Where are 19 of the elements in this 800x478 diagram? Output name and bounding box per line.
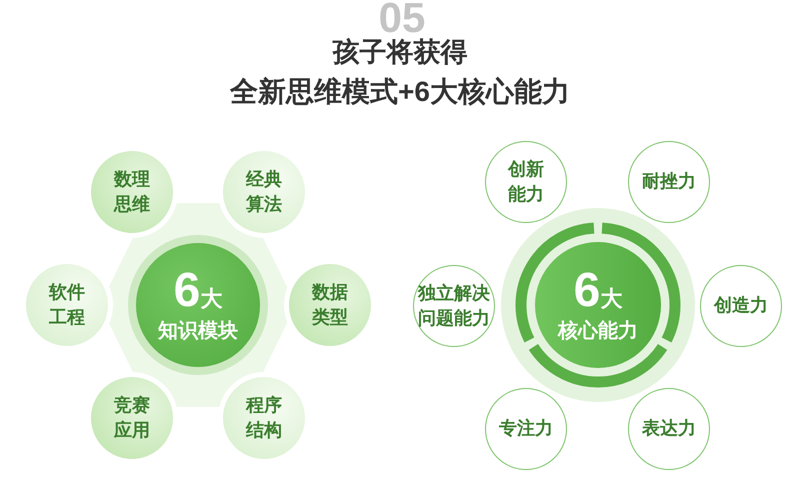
hub-heading: 6大 [574,266,622,314]
topic-label: 经典算法 [246,168,282,216]
hub-label: 核心能力 [558,318,638,344]
topic-label: 数理思维 [114,168,150,216]
subtitle: 全新思维模式+6大核心能力 [228,76,571,108]
topic-label: 耐挫力 [642,170,696,194]
topic-label: 创新能力 [508,158,544,206]
topic-label: 数据类型 [312,280,348,329]
topic-label: 专注力 [499,417,553,440]
section-number: 05 [378,0,426,36]
topic-label: 表达力 [642,417,696,440]
topic-label: 软件工程 [48,280,86,329]
hub-label: 知识模块 [158,318,238,344]
topic-label: 独立解决问题能力 [418,282,490,330]
topic-label: 创造力 [714,294,768,318]
topic-label: 程序结构 [246,394,282,442]
topic-label: 竞赛应用 [114,394,150,442]
hub-heading: 6大 [174,266,222,314]
title: 孩子将获得 [331,37,468,67]
